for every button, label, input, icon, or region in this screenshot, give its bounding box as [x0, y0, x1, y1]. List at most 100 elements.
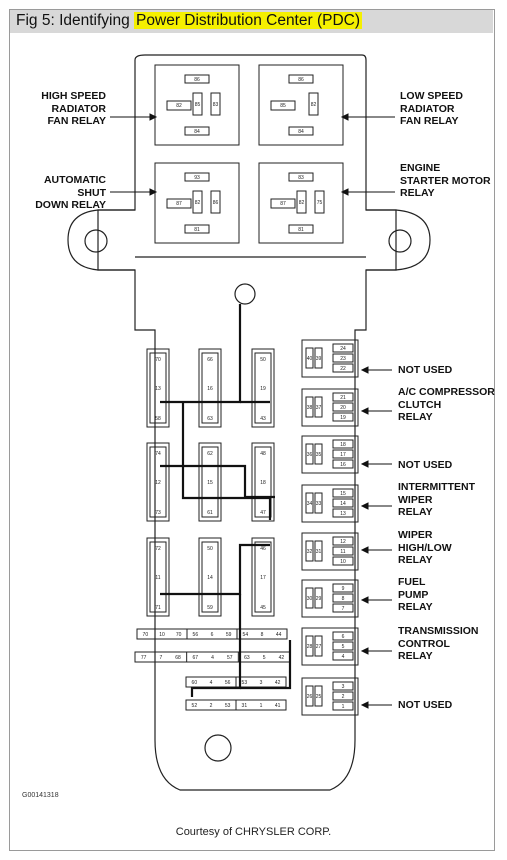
- label-asd-relay: AUTOMATIC SHUT DOWN RELAY: [35, 174, 106, 211]
- terminal-label: 5: [263, 655, 266, 661]
- fuse-label: 74: [155, 451, 161, 457]
- terminal-label: 67: [192, 655, 198, 661]
- terminal-label: 10: [340, 559, 346, 565]
- fuse-label: 50: [260, 357, 266, 363]
- fuse-label: 13: [155, 386, 161, 392]
- terminal-label: 24: [340, 346, 346, 352]
- right-mount-ear: [366, 209, 431, 271]
- terminal-label: 15: [340, 491, 346, 497]
- fuse-label: 70: [155, 357, 161, 363]
- terminal-label: 68: [175, 655, 181, 661]
- terminal-label: 56: [193, 632, 199, 638]
- terminal-label: 25: [316, 694, 322, 700]
- terminal-label: 83: [298, 175, 304, 181]
- left-mount-hole: [84, 229, 108, 253]
- terminal-label: 85: [280, 103, 286, 109]
- terminal-label: 57: [227, 655, 233, 661]
- terminal-label: 16: [340, 462, 346, 468]
- label-not-used-1: NOT USED: [398, 364, 453, 376]
- terminal-label: 70: [176, 632, 182, 638]
- fuse-label: 59: [207, 605, 213, 611]
- terminal-label: 87: [176, 201, 182, 207]
- fuse-label: 17: [260, 575, 266, 581]
- fuse-label: 48: [260, 451, 266, 457]
- terminal-label: 29: [316, 596, 322, 602]
- terminal-label: 85: [195, 102, 201, 108]
- terminal-label: 36: [307, 452, 313, 458]
- terminal-label: 27: [316, 644, 322, 650]
- terminal-label: 40: [307, 356, 313, 362]
- terminal-label: 22: [340, 366, 346, 372]
- terminal-label: 6: [211, 632, 214, 638]
- terminal-label: 13: [340, 511, 346, 517]
- terminal-label: 82: [176, 103, 182, 109]
- label-high-speed-fan-relay: HIGH SPEED RADIATOR FAN RELAY: [41, 90, 106, 127]
- terminal-label: 19: [340, 415, 346, 421]
- label-starter-relay: ENGINE STARTER MOTOR RELAY: [400, 162, 491, 199]
- terminal-label: 38: [307, 405, 313, 411]
- terminal-label: 31: [242, 703, 248, 709]
- pdc-housing-outline: [97, 54, 397, 791]
- terminal-label: 21: [340, 395, 346, 401]
- terminal-label: 20: [340, 405, 346, 411]
- terminal-label: 9: [342, 586, 345, 592]
- fuse-label: 62: [207, 451, 213, 457]
- fuse-label: 71: [155, 605, 161, 611]
- terminal-label: 42: [275, 680, 281, 686]
- terminal-label: 70: [143, 632, 149, 638]
- title-highlight: Power Distribution Center (PDC): [134, 12, 363, 29]
- terminal-label: 4: [342, 654, 345, 660]
- terminal-label: 33: [316, 501, 322, 507]
- terminal-label: 12: [340, 539, 346, 545]
- terminal-label: 2: [342, 694, 345, 700]
- left-mount-ear: [67, 209, 135, 271]
- fuse-label: 15: [207, 480, 213, 486]
- terminal-label: 14: [340, 501, 346, 507]
- label-not-used-3: NOT USED: [398, 699, 453, 711]
- terminal-label: 34: [307, 501, 313, 507]
- fuse-label: 43: [260, 416, 266, 422]
- fuse-label: 61: [207, 510, 213, 516]
- terminal-label: 18: [340, 442, 346, 448]
- fuse-label: 63: [207, 416, 213, 422]
- label-ac-clutch-relay: A/C COMPRESSOR CLUTCH RELAY: [398, 386, 495, 423]
- right-mount-hole: [388, 229, 412, 253]
- fuse-label: 45: [260, 605, 266, 611]
- label-transmission-control-relay: TRANSMISSION CONTROL RELAY: [398, 625, 479, 662]
- terminal-label: 93: [194, 175, 200, 181]
- terminal-label: 81: [194, 227, 200, 233]
- terminal-label: 52: [192, 703, 198, 709]
- terminal-label: 26: [307, 694, 313, 700]
- fuse-label: 47: [260, 510, 266, 516]
- bottom-mount-hole: [204, 734, 232, 762]
- terminal-label: 32: [307, 549, 313, 555]
- terminal-label: 8: [342, 596, 345, 602]
- terminal-label: 86: [298, 77, 304, 83]
- terminal-label: 56: [225, 680, 231, 686]
- fuse-label: 66: [207, 357, 213, 363]
- terminal-label: 4: [210, 680, 213, 686]
- terminal-label: 5: [342, 644, 345, 650]
- terminal-label: 82: [311, 102, 317, 108]
- terminal-label: 6: [342, 634, 345, 640]
- terminal-label: 44: [276, 632, 282, 638]
- label-intermittent-wiper-relay: INTERMITTENT WIPER RELAY: [398, 481, 475, 518]
- terminal-label: 8: [261, 632, 264, 638]
- leader-arrows: [110, 113, 395, 709]
- fuse-label: 50: [207, 546, 213, 552]
